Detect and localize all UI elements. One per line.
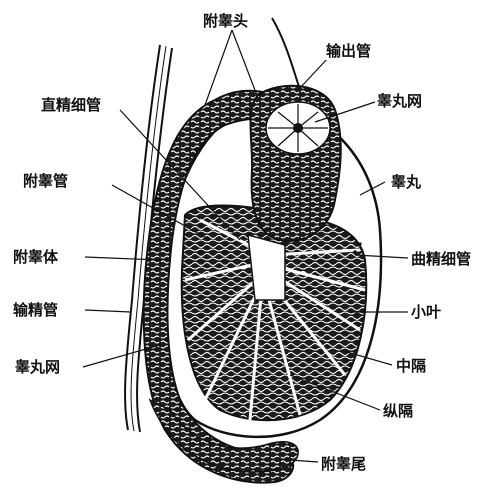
label-testis: 睾丸 bbox=[390, 173, 422, 191]
label-tubuli-recti: 直精细管 bbox=[40, 96, 102, 114]
label-septum: 中隔 bbox=[395, 357, 427, 375]
efferent-duct-line bbox=[272, 18, 300, 90]
label-rete-testis-left: 睾丸网 bbox=[14, 358, 61, 376]
label-epididymis-tail: 附睾尾 bbox=[320, 455, 367, 473]
mediastinum bbox=[248, 235, 285, 300]
label-efferent-ductules: 输出管 bbox=[325, 42, 372, 60]
label-epididymal-duct: 附睾管 bbox=[22, 172, 69, 190]
label-vas-deferens: 输精管 bbox=[12, 301, 59, 319]
label-epididymis-body: 附睾体 bbox=[12, 248, 59, 266]
label-rete-testis-top: 睾丸网 bbox=[376, 92, 423, 110]
label-seminiferous-tubules: 曲精细管 bbox=[410, 250, 472, 268]
label-lobule: 小叶 bbox=[410, 303, 442, 321]
label-mediastinum: 纵隔 bbox=[382, 402, 414, 420]
label-epididymis-head: 附睾头 bbox=[202, 12, 249, 30]
rete-testis bbox=[266, 102, 330, 154]
